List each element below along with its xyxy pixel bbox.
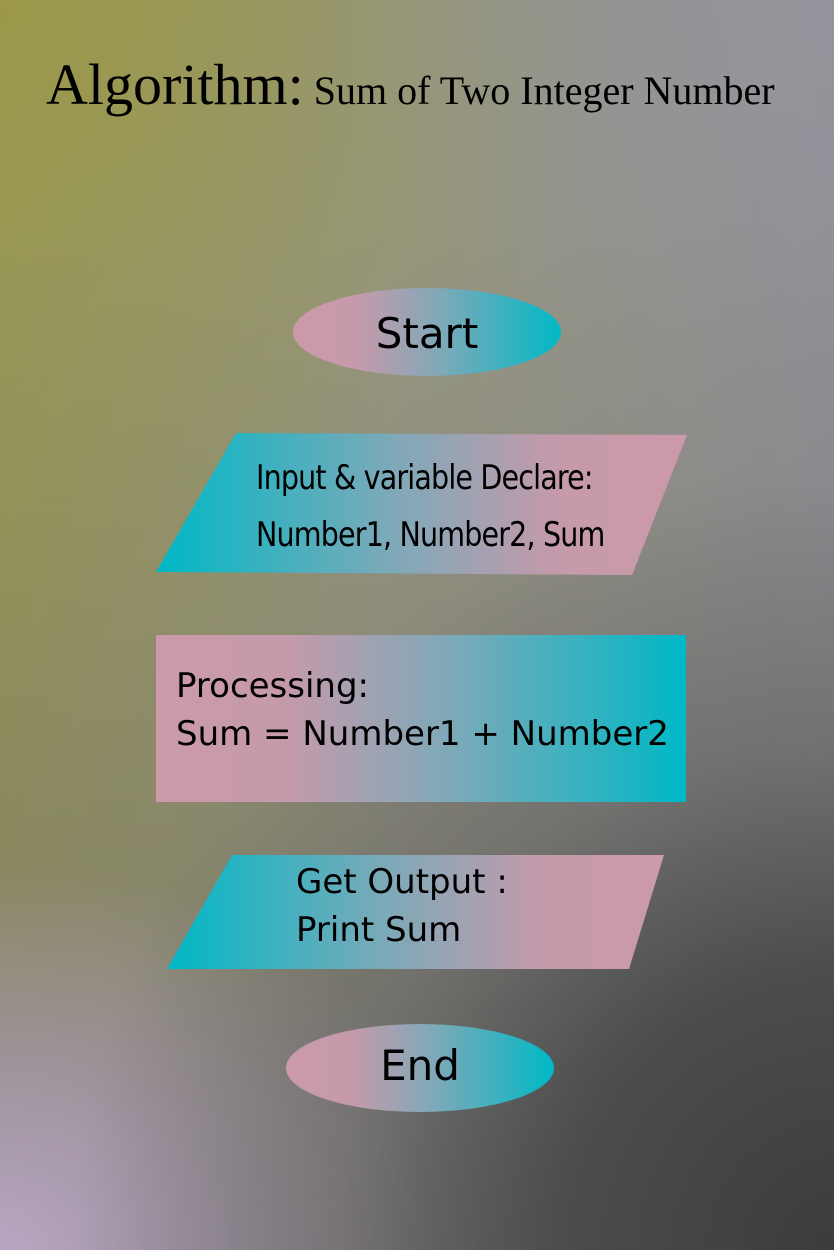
start-label: Start <box>375 308 479 358</box>
end-terminator <box>286 1024 554 1112</box>
page-title: Algorithm:Sum of Two Integer Number <box>46 56 775 114</box>
input-label-line1: Input & variable Declare: <box>256 458 594 498</box>
output-label: Get Output : Print Sum <box>296 858 508 954</box>
input-label: Input & variable Declare: Number1, Numbe… <box>256 450 605 564</box>
output-label-line1: Get Output : <box>296 862 508 902</box>
input-data-parallelogram <box>156 433 687 575</box>
title-subtitle: Sum of Two Integer Number <box>313 68 775 113</box>
process-label-line1: Processing: <box>176 666 370 706</box>
end-label: End <box>380 1040 460 1090</box>
title-main: Algorithm: <box>46 52 304 117</box>
input-label-line2: Number1, Number2, Sum <box>256 515 605 555</box>
process-label-line2: Sum = Number1 + Number2 <box>176 714 669 754</box>
process-label: Processing: Sum = Number1 + Number2 <box>176 662 669 758</box>
output-label-line2: Print Sum <box>296 910 462 950</box>
process-rectangle <box>156 635 686 802</box>
output-data-parallelogram <box>167 855 664 969</box>
start-terminator <box>293 288 561 376</box>
